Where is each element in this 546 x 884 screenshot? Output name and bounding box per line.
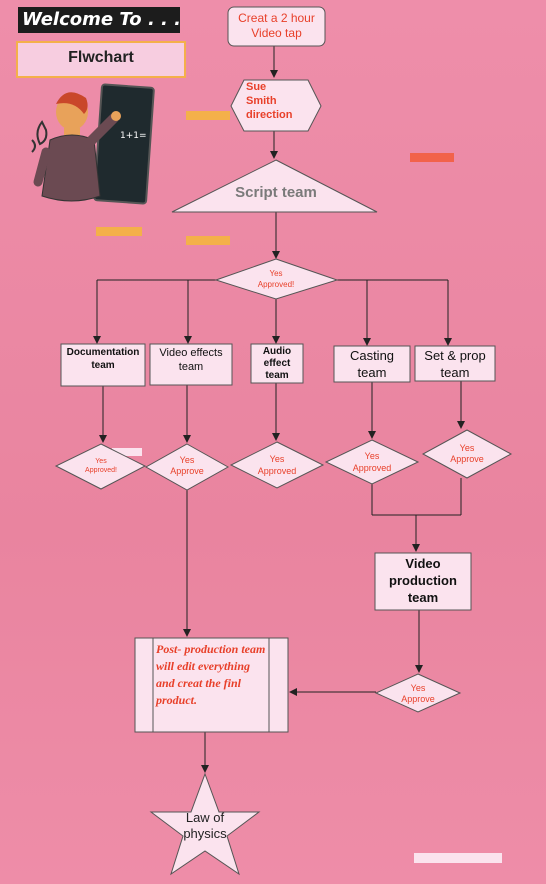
orange-bar — [96, 227, 142, 236]
approve-final-label: Yes Approve — [401, 683, 435, 704]
svg-text:1+1=: 1+1= — [120, 131, 147, 141]
orange-bar — [186, 236, 230, 245]
set-prop-label: Set & prop team — [424, 348, 486, 380]
audio-effect-box — [250, 343, 304, 384]
approve-doc-label: Yes Approved! — [85, 458, 117, 474]
orange-bar — [186, 111, 230, 120]
script-label: Script team — [235, 184, 317, 201]
white-bar — [112, 448, 142, 456]
start-box — [227, 6, 326, 47]
casting-label: Casting team — [349, 348, 395, 380]
approve-audio-diamond — [229, 441, 325, 489]
approve-final-diamond — [374, 673, 462, 713]
approve-video-label: Yes Approve — [170, 455, 204, 476]
post-production-box — [134, 637, 289, 733]
approve-doc-diamond — [54, 443, 147, 490]
approve-set-diamond — [421, 429, 513, 479]
decision-main-diamond — [214, 258, 339, 300]
video-production-label: Video production team — [389, 556, 457, 605]
teacher-clipart: 1+1= — [31, 83, 155, 205]
approve-casting-label: Yes Approved — [352, 451, 392, 473]
video-effects-box — [149, 343, 233, 386]
casting-box — [333, 345, 411, 383]
flowchart-title: Flwchart — [16, 41, 186, 78]
approve-audio-label: Yes Approved — [257, 454, 297, 476]
approve-set-label: Yes Approve — [450, 443, 484, 464]
decision-main-label: Yes Approved! — [257, 269, 295, 289]
approve-video-diamond — [144, 443, 230, 491]
video-effects-label: Video effects team — [159, 347, 223, 373]
documentation-label: Documentation team — [66, 347, 140, 371]
white-bar — [414, 853, 502, 863]
set-prop-box — [414, 345, 496, 382]
approve-casting-diamond — [324, 439, 420, 485]
script-triangle — [171, 159, 378, 213]
welcome-banner: Welcome To . . . — [18, 7, 180, 33]
start-label: Creat a 2 hour Video tap — [238, 11, 315, 40]
end-star — [149, 772, 261, 876]
red-bar — [410, 153, 454, 162]
director-label: Sue Smith direction — [246, 81, 293, 121]
video-production-box — [374, 552, 472, 611]
end-label: Law of physics — [183, 810, 227, 841]
documentation-box — [60, 343, 146, 387]
post-production-label: Post- production team will edit everythi… — [156, 642, 266, 707]
audio-effect-label: Audio effect team — [262, 346, 292, 381]
director-hexagon — [230, 79, 322, 132]
